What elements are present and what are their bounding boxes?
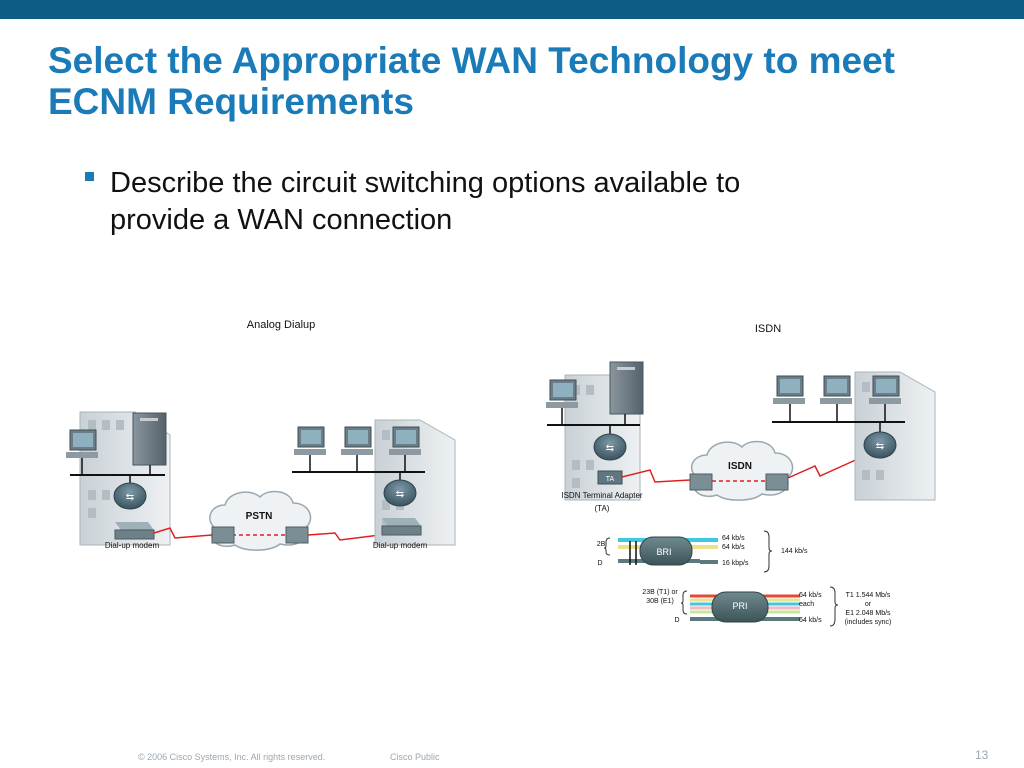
- router-icon: ⇆: [863, 431, 897, 459]
- pc-icon: [294, 426, 326, 455]
- left-isdn-link: [621, 469, 691, 483]
- analog-heading: Analog Dialup: [247, 319, 316, 331]
- ta-label-line-1: ISDN Terminal Adapter: [561, 491, 643, 500]
- page-number: 13: [975, 748, 989, 762]
- isdn-cloud-label: ISDN: [728, 461, 752, 472]
- server-icon: [609, 361, 644, 415]
- bullet-text-line-2: provide a WAN connection: [110, 204, 453, 236]
- slide-title-line-2: ECNM Requirements: [48, 81, 414, 122]
- svg-text:⇆: ⇆: [606, 443, 614, 454]
- terminal-adapter-icon: TA: [597, 470, 623, 485]
- bri-label: BRI: [656, 547, 671, 557]
- bri-total-rate: 144 kb/s: [781, 548, 808, 555]
- pc-icon: [66, 429, 98, 458]
- pri-total-line-1: T1 1.544 Mb/s: [846, 592, 891, 599]
- svg-text:⇆: ⇆: [396, 489, 404, 500]
- modem-right-label: Dial-up modem: [373, 541, 428, 550]
- bri-b2-rate: 64 kb/s: [722, 544, 745, 551]
- pc-icon: [820, 375, 852, 404]
- bri-d-label: D: [597, 560, 602, 567]
- pri-d-label: D: [674, 617, 679, 624]
- pri-b-channels-line-1: 23B (T1) or: [642, 589, 678, 596]
- pri-total-line-3: E1 2.048 Mb/s: [845, 610, 891, 617]
- server-icon: [132, 412, 167, 466]
- bullet-square-icon: [85, 172, 94, 181]
- router-icon: ⇆: [383, 479, 417, 507]
- bullet-text: Describe the circuit switching options a…: [110, 165, 910, 239]
- modem-icon: [381, 518, 422, 536]
- slide-title: Select the Appropriate WAN Technology to…: [48, 40, 1008, 122]
- pri-d-rate: 64 kb/s: [799, 617, 822, 624]
- pstn-label: PSTN: [246, 511, 273, 522]
- slide-title-line-1: Select the Appropriate WAN Technology to…: [48, 40, 895, 81]
- right-dialup-link: [307, 532, 381, 541]
- bri-2b-label: 2B: [597, 541, 606, 548]
- bullet-text-line-1: Describe the circuit switching options a…: [110, 167, 741, 199]
- pc-icon: [869, 375, 901, 404]
- footer-classification: Cisco Public: [390, 752, 440, 762]
- svg-text:⇆: ⇆: [876, 441, 884, 452]
- pri-b-channels-line-2: 30B (E1): [646, 598, 674, 605]
- router-icon: ⇆: [113, 482, 147, 510]
- bri-cable: [618, 536, 718, 566]
- svg-text:⇆: ⇆: [126, 492, 134, 503]
- switch-icon: [285, 526, 309, 544]
- pri-total-line-4: (includes sync): [845, 619, 892, 626]
- isdn-diagram: ISDN ⇆ TA ISDN Termi: [546, 323, 936, 627]
- pri-total-line-2: or: [865, 601, 872, 608]
- bri-d-rate: 16 kbp/s: [722, 560, 749, 567]
- switch-icon: [689, 473, 713, 491]
- pc-icon: [341, 426, 373, 455]
- footer-copyright: © 2006 Cisco Systems, Inc. All rights re…: [138, 752, 326, 762]
- switch-icon: [211, 526, 235, 544]
- pri-b-rate-line-1: 64 kb/s: [799, 592, 822, 599]
- header-bar: [0, 0, 1024, 19]
- right-isdn-link: [787, 457, 861, 479]
- pri-b-rate-line-2: each: [799, 601, 814, 608]
- pri-label: PRI: [732, 601, 747, 611]
- left-dialup-link: [153, 527, 213, 539]
- pri-cable: [690, 591, 800, 623]
- router-icon: ⇆: [593, 433, 627, 461]
- ta-label-line-2: (TA): [595, 504, 610, 513]
- ta-badge: TA: [606, 476, 615, 483]
- bri-b1-rate: 64 kb/s: [722, 535, 745, 542]
- pc-icon: [389, 426, 421, 455]
- pc-icon: [773, 375, 805, 404]
- modem-icon: [114, 522, 155, 540]
- pc-icon: [546, 379, 578, 408]
- analog-dialup-diagram: Analog Dialup ⇆ Dia: [66, 319, 456, 551]
- isdn-heading: ISDN: [755, 323, 781, 335]
- modem-left-label: Dial-up modem: [105, 541, 160, 550]
- switch-icon: [765, 473, 789, 491]
